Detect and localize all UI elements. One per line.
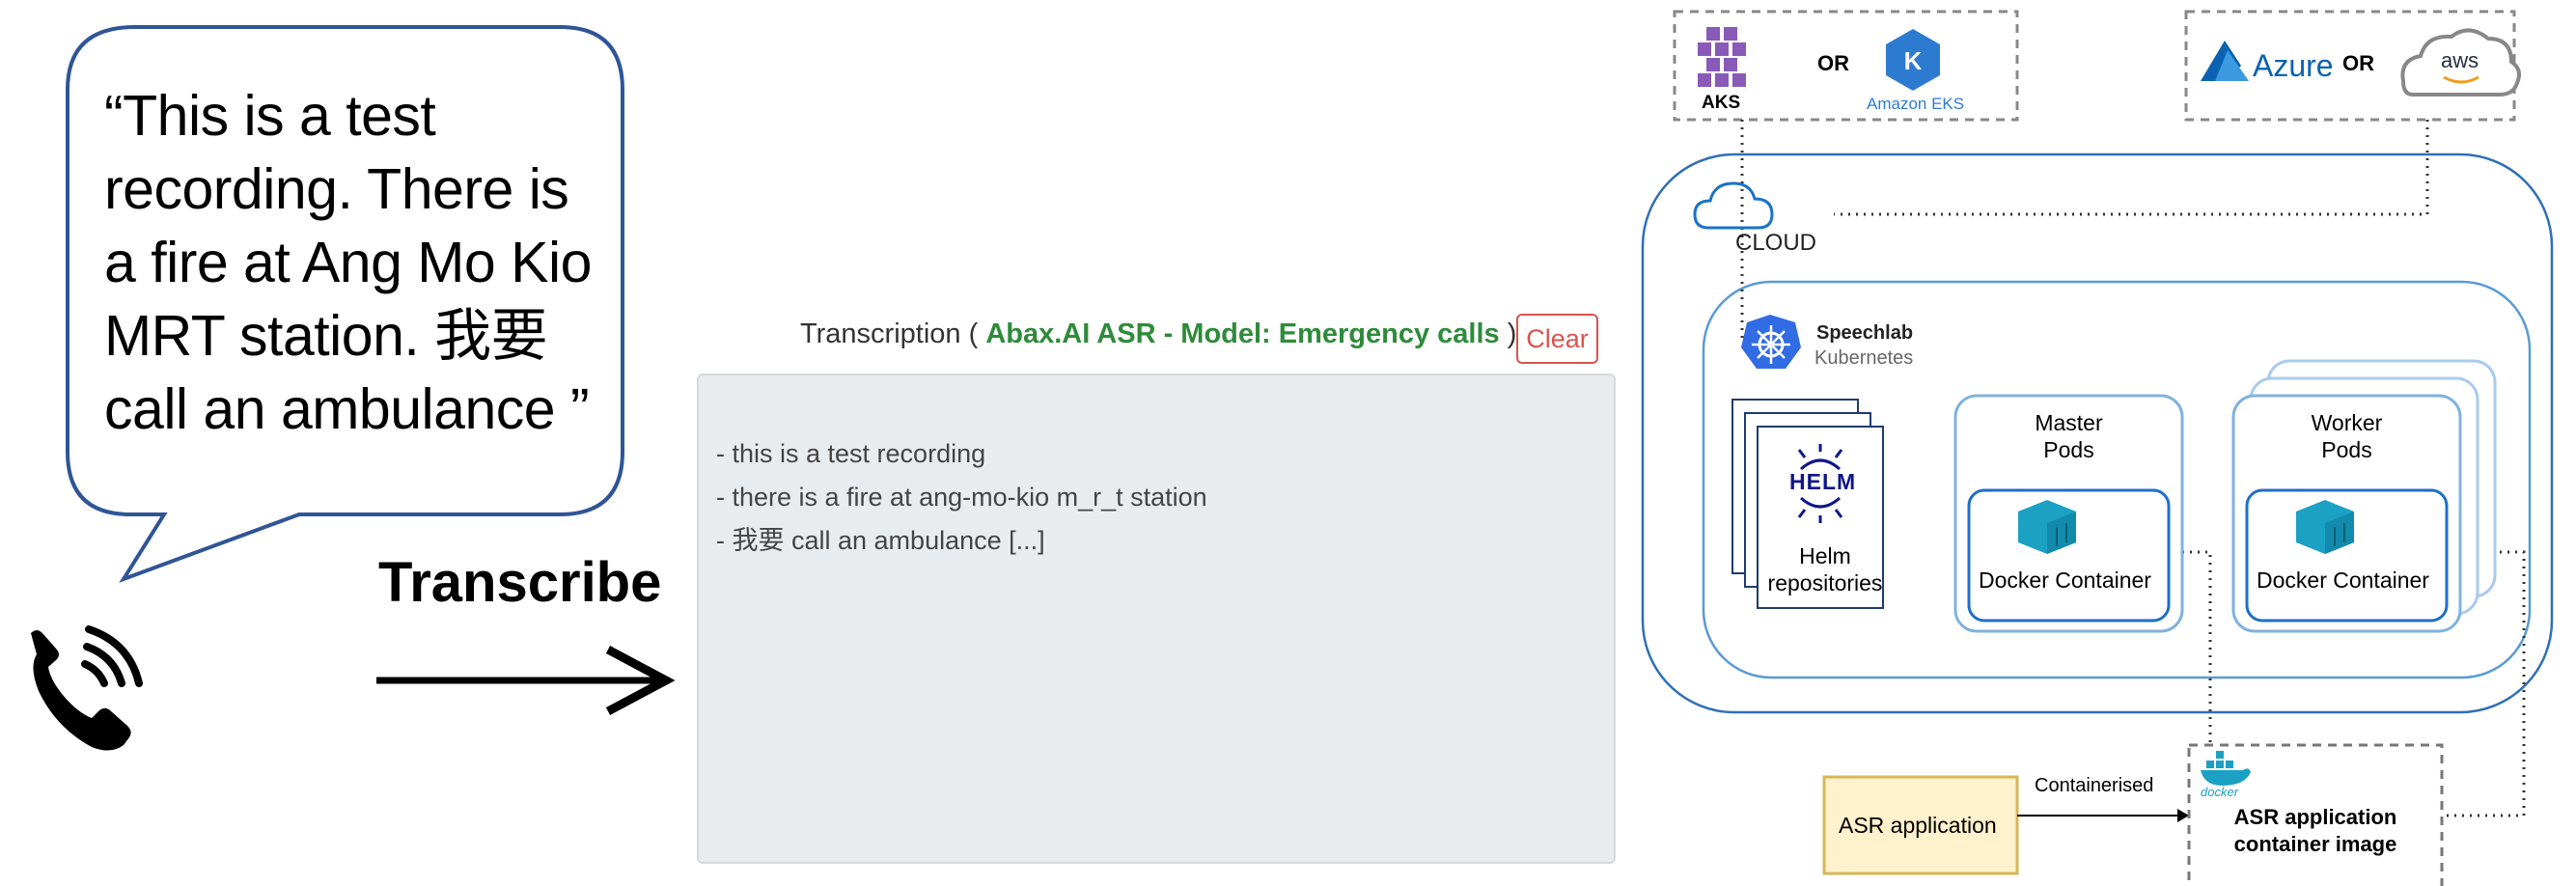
bubble-line: call an ambulance ”: [104, 377, 590, 441]
bubble-line: a fire at Ang Mo Kio: [104, 231, 592, 294]
model-name: Abax.AI ASR - Model: Emergency calls: [985, 318, 1500, 349]
transcription-line: - there is a fire at ang-mo-kio m_r_t st…: [716, 483, 1207, 512]
speech-bubble: [66, 25, 624, 583]
transcription-prefix: Transcription (: [800, 318, 979, 349]
eks-logo: K: [1886, 29, 1940, 91]
transcription-line: - 我要 call an ambulance [...]: [716, 526, 1045, 555]
helm-icon: [1797, 444, 1843, 523]
worker-container-icon: [2296, 500, 2354, 554]
master-container-icon: [2018, 500, 2076, 554]
cloud-provider-box: [2184, 10, 2516, 122]
transcription-header: Transcription ( Abax.AI ASR - Model: Eme…: [800, 318, 1516, 350]
speechlab-title: Speechlab: [1816, 322, 1914, 344]
aws-to-cloud-connector: [1834, 120, 2429, 216]
transcription-output[interactable]: [697, 374, 1616, 864]
image-line1: ASR application: [2233, 805, 2397, 829]
eks-label: Amazon EKS: [1867, 95, 1965, 113]
kubernetes-icon: [1741, 315, 1801, 369]
helm-label-line2: repositories: [1767, 570, 1883, 595]
transcribe-label: Transcribe: [378, 551, 662, 614]
master-line1: Master: [2035, 410, 2103, 435]
speechlab-subtitle: Kubernetes: [1814, 347, 1914, 369]
svg-text:K: K: [1904, 46, 1923, 75]
master-pods-label: Master Pods: [1955, 409, 2182, 463]
bubble-line: recording. There is: [104, 157, 569, 221]
helm-logo-text: HELM: [1789, 469, 1857, 494]
container-image-box: [2187, 743, 2444, 886]
aks-logo: [1698, 27, 1746, 87]
bubble-line: MRT station. 我要: [104, 304, 548, 368]
aks-label: AKS: [1702, 93, 1741, 113]
image-line2: container image: [2233, 832, 2397, 856]
asr-application-label: ASR application: [1839, 813, 1997, 838]
helm-label-line1: Helm: [1799, 543, 1851, 568]
docker-logo-text: docker: [2201, 785, 2239, 799]
master-docker-label: Docker Container: [1979, 568, 2151, 593]
helm-label: Helm repositories: [1758, 542, 1893, 596]
worker-docker-label: Docker Container: [2257, 568, 2429, 593]
containerised-label: Containerised: [2035, 775, 2154, 796]
k8s-provider-box: [1673, 10, 2019, 122]
bubble-line: “This is a test: [104, 84, 436, 148]
cloud-label: CLOUD: [1735, 230, 1817, 256]
asr-application-box: [1822, 775, 2019, 875]
azure-label: Azure: [2253, 48, 2334, 83]
transcription-suffix: ): [1507, 318, 1517, 349]
worker-line2: Pods: [2321, 437, 2372, 462]
speech-bubble-text: “This is a test recording. There is a fi…: [104, 79, 625, 446]
k8s-or-label: OR: [1817, 51, 1849, 75]
master-line2: Pods: [2043, 437, 2094, 462]
kubernetes-cluster: [1702, 280, 2532, 679]
transcribe-arrow: [376, 646, 676, 715]
azure-logo: [2201, 41, 2249, 81]
transcription-line: - this is a test recording: [716, 439, 986, 468]
cloud-or-label: OR: [2342, 51, 2374, 75]
worker-pods-label: Worker Pods: [2233, 409, 2460, 463]
aws-logo: [2400, 28, 2521, 97]
cloud-icon: [1693, 181, 1774, 230]
clear-button[interactable]: Clear: [1516, 314, 1598, 364]
docker-logo: [2201, 751, 2251, 786]
aws-label: aws: [2441, 48, 2479, 72]
cloud-container: [1641, 152, 2554, 714]
architecture-diagram: K: [1641, 10, 2554, 886]
container-image-label: ASR application container image: [2189, 804, 2442, 858]
phone-icon: [31, 625, 143, 751]
worker-line1: Worker: [2311, 410, 2383, 435]
transcription-lines: - this is a test recording - there is a …: [716, 432, 1207, 563]
